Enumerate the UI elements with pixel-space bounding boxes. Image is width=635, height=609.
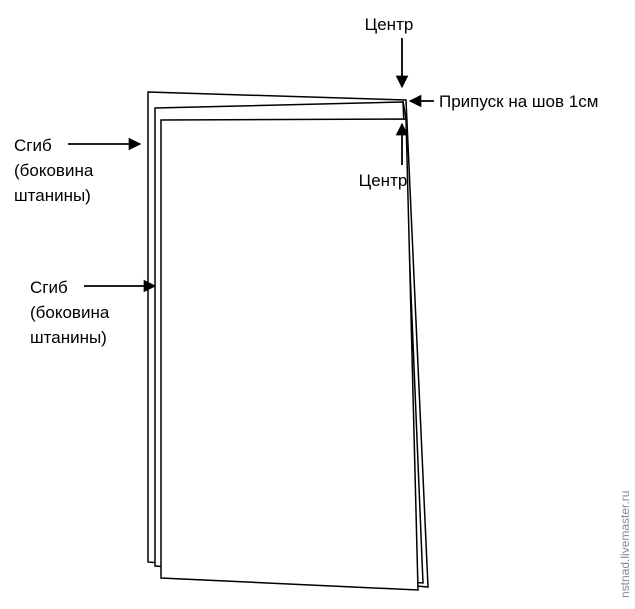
center-top-label: Центр — [365, 15, 414, 34]
fold-upper-label-line2: (боковина — [14, 161, 94, 180]
seam-allowance-label: Припуск на шов 1см — [439, 92, 598, 111]
fold-upper-label-line1: Сгиб — [14, 136, 52, 155]
fold-lower-label-line1: Сгиб — [30, 278, 68, 297]
fold-upper-label-line3: штанины) — [14, 186, 91, 205]
fold-lower-label-line2: (боковина — [30, 303, 110, 322]
seam-allowance-segment — [402, 100, 407, 120]
fold-lower-label-line3: штанины) — [30, 328, 107, 347]
center-bottom-label: Центр — [359, 171, 408, 190]
watermark-text: nstnad.livemaster.ru — [618, 491, 632, 598]
front-fabric-sheet — [160, 118, 419, 591]
